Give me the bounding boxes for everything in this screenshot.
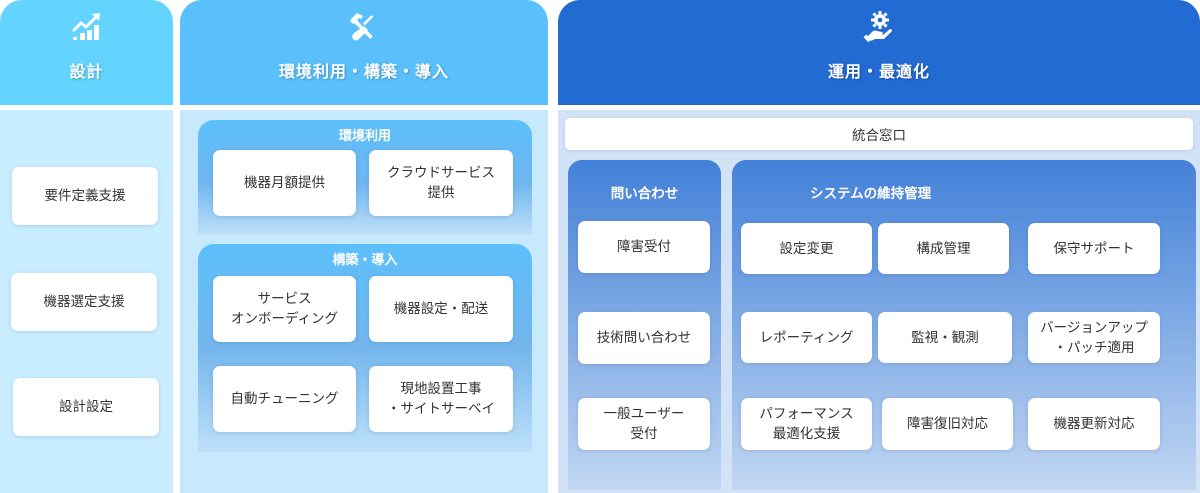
gear-hand-icon [863,11,892,43]
maint-item-config-management[interactable]: 構成管理 [878,223,1009,274]
operation-header: 運用・最適化 [558,0,1200,105]
operation-body: 統合窓口 問い合わせ 障害受付 技術問い合わせ 一般ユーザー 受付 システムの維… [558,110,1200,493]
growth-chart-icon [72,13,100,40]
maint-item-performance[interactable]: パフォーマンス 最適化支援 [741,398,872,450]
maint-item-incident-recovery[interactable]: 障害復旧対応 [882,398,1013,450]
build-header: 環境利用・構築・導入 [180,0,548,105]
unified-window[interactable]: 統合窓口 [565,118,1193,150]
maint-item-version-patch[interactable]: バージョンアップ ・パッチ適用 [1028,312,1160,363]
build-item-auto-tuning[interactable]: 自動チューニング [213,366,356,432]
build-item-site-survey[interactable]: 現地設置工事 ・サイトサーベイ [369,366,513,432]
inquiry-item-general-user[interactable]: 一般ユーザー 受付 [578,398,710,450]
environment-group: 環境利用 機器月額提供 クラウドサービス 提供 [198,120,532,235]
maintenance-group-title: システムの維持管理 [810,186,932,202]
design-item-design-settings[interactable]: 設計設定 [13,378,159,436]
inquiry-group: 問い合わせ 障害受付 技術問い合わせ 一般ユーザー 受付 [568,160,721,490]
maint-item-device-renewal[interactable]: 機器更新対応 [1028,398,1160,450]
design-body: 要件定義支援 機器選定支援 設計設定 [0,110,173,493]
maint-item-monitoring[interactable]: 監視・観測 [878,312,1012,363]
build-deploy-group: 構築・導入 サービス オンボーディング 機器設定・配送 自動チューニング 現地設… [198,244,532,452]
design-item-requirements[interactable]: 要件定義支援 [12,167,158,225]
design-item-device-selection[interactable]: 機器選定支援 [11,273,157,331]
design-title: 設計 [69,62,104,81]
build-deploy-group-title: 構築・導入 [332,253,398,268]
design-header: 設計 [0,0,173,105]
build-title: 環境利用・構築・導入 [278,62,449,81]
design-column: 設計 要件定義支援 機器選定支援 設計設定 [0,0,173,493]
maint-item-config-change[interactable]: 設定変更 [741,223,872,274]
inquiry-item-incident[interactable]: 障害受付 [578,221,710,273]
env-item-monthly-device[interactable]: 機器月額提供 [213,150,356,216]
env-item-cloud-service[interactable]: クラウドサービス 提供 [369,150,513,216]
build-item-onboarding[interactable]: サービス オンボーディング [213,276,356,342]
build-item-device-config[interactable]: 機器設定・配送 [369,276,513,342]
maint-item-maintenance-support[interactable]: 保守サポート [1028,223,1160,274]
inquiry-item-technical[interactable]: 技術問い合わせ [578,312,710,364]
maintenance-group: システムの維持管理 設定変更 構成管理 保守サポート レポーティング 監視・観測… [732,160,1196,490]
build-column: 環境利用・構築・導入 環境利用 機器月額提供 クラウドサービス 提供 構築・導入… [180,0,548,493]
inquiry-group-title: 問い合わせ [610,186,679,202]
tools-icon [350,13,374,41]
build-body: 環境利用 機器月額提供 クラウドサービス 提供 構築・導入 サービス オンボーデ… [180,110,548,493]
operation-title: 運用・最適化 [827,62,930,81]
maint-item-reporting[interactable]: レポーティング [741,312,872,363]
environment-group-title: 環境利用 [338,129,391,144]
operation-column: 運用・最適化 統合窓口 問い合わせ 障害受付 技術問い合わせ 一般ユーザー 受付… [558,0,1200,493]
